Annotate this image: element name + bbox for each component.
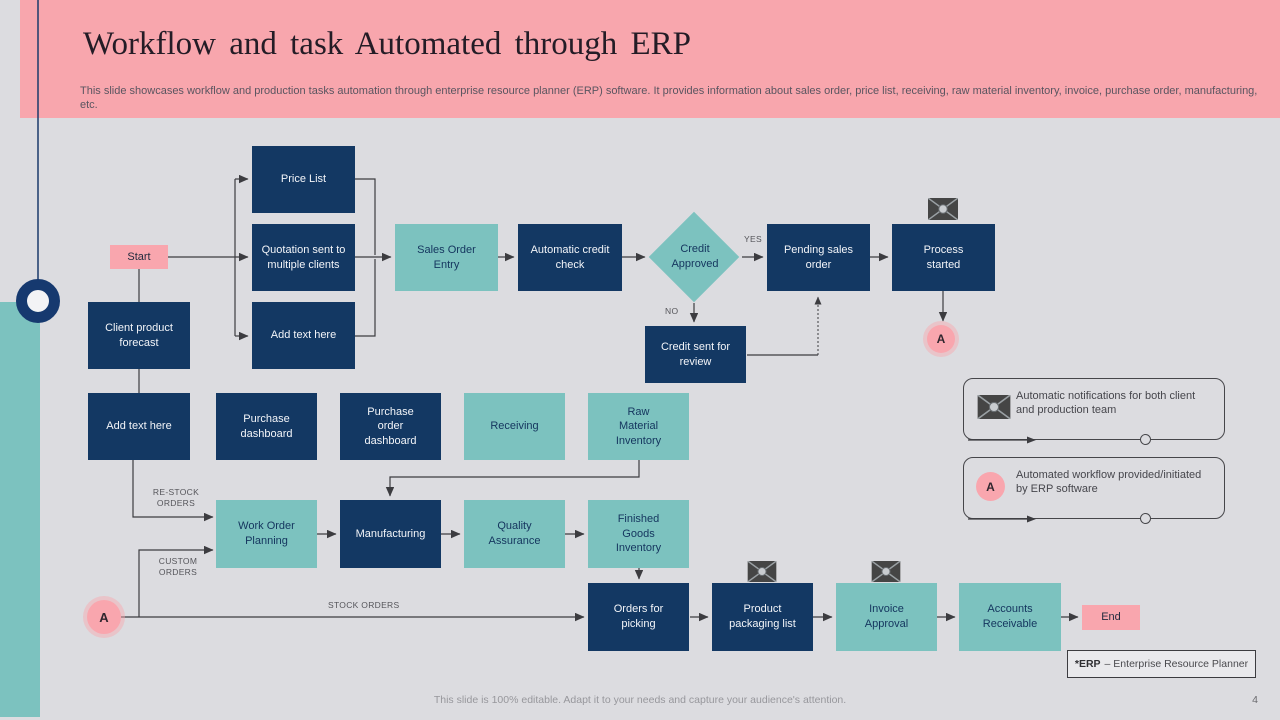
- footer-note: This slide is 100% editable. Adapt it to…: [433, 694, 847, 706]
- connector-a-top: A: [927, 325, 955, 353]
- node-process-started: Process started: [892, 224, 995, 291]
- node-raw-material-inventory: Raw Material Inventory: [588, 393, 689, 460]
- node-purchase-dashboard: Purchase dashboard: [216, 393, 317, 460]
- node-accounts-receivable: Accounts Receivable: [959, 583, 1061, 651]
- node-start: Start: [110, 245, 168, 269]
- node-add-text-top: Add text here: [252, 302, 355, 369]
- node-work-order-planning: Work Order Planning: [216, 500, 317, 568]
- connector-a-bottom: A: [87, 600, 121, 634]
- label-yes: YES: [744, 234, 762, 244]
- node-product-packaging-list: Product packaging list: [712, 583, 813, 651]
- node-credit-sent-for-review: Credit sent for review: [645, 326, 746, 383]
- envelope-icon: [747, 561, 777, 582]
- envelope-icon: [871, 561, 901, 582]
- legend-automated-workflow-text: Automated workflow provided/initiated by…: [1016, 469, 1202, 495]
- node-orders-for-picking: Orders for picking: [588, 583, 689, 651]
- node-client-product-forecast: Client product forecast: [88, 302, 190, 369]
- label-restock-orders: RE-STOCK ORDERS: [152, 487, 200, 508]
- page-number: 4: [1252, 694, 1258, 706]
- a-badge: A: [976, 472, 1005, 501]
- left-accent-bar: [0, 302, 40, 717]
- legend-notifications: Automatic notifications for both client …: [963, 378, 1225, 445]
- footnote-definition: – Enterprise Resource Planner: [1104, 658, 1249, 670]
- callout-arrow-icon: [968, 515, 1036, 522]
- header-band: [20, 0, 1280, 118]
- node-purchase-order-dashboard: Purchase order dashboard: [340, 393, 441, 460]
- node-quality-assurance: Quality Assurance: [464, 500, 565, 568]
- label-stock-orders: STOCK ORDERS: [328, 600, 400, 610]
- node-credit-approved: Credit Approved: [671, 243, 719, 270]
- node-sales-order-entry: Sales Order Entry: [395, 224, 498, 291]
- legend-notifications-text: Automatic notifications for both client …: [1016, 390, 1196, 416]
- node-add-text-mid: Add text here: [88, 393, 190, 460]
- legend-automated-workflow: A Automated workflow provided/initiated …: [963, 457, 1225, 524]
- node-receiving: Receiving: [464, 393, 565, 460]
- node-price-list: Price List: [252, 146, 355, 213]
- page-description: This slide showcases workflow and produc…: [80, 85, 1258, 112]
- callout-arrow-icon: [968, 436, 1036, 443]
- callout-dot: [1140, 433, 1151, 445]
- envelope-icon: [977, 395, 1011, 419]
- label-no: NO: [665, 306, 679, 316]
- footnote-term: *ERP: [1074, 658, 1101, 670]
- node-automatic-credit-check: Automatic credit check: [518, 224, 622, 291]
- node-manufacturing: Manufacturing: [340, 500, 441, 568]
- node-invoice-approval: Invoice Approval: [836, 583, 937, 651]
- erp-footnote: *ERP – Enterprise Resource Planner: [1067, 650, 1256, 678]
- envelope-icon: [928, 198, 958, 220]
- node-pending-sales-order: Pending sales order: [767, 224, 870, 291]
- node-end: End: [1082, 605, 1140, 630]
- node-finished-goods-inventory: Finished Goods Inventory: [588, 500, 689, 568]
- node-quotation: Quotation sent to multiple clients: [252, 224, 355, 291]
- callout-dot: [1140, 512, 1151, 524]
- page-title: Workflow and task Automated through ERP: [83, 26, 692, 62]
- label-custom-orders: CUSTOM ORDERS: [158, 556, 198, 577]
